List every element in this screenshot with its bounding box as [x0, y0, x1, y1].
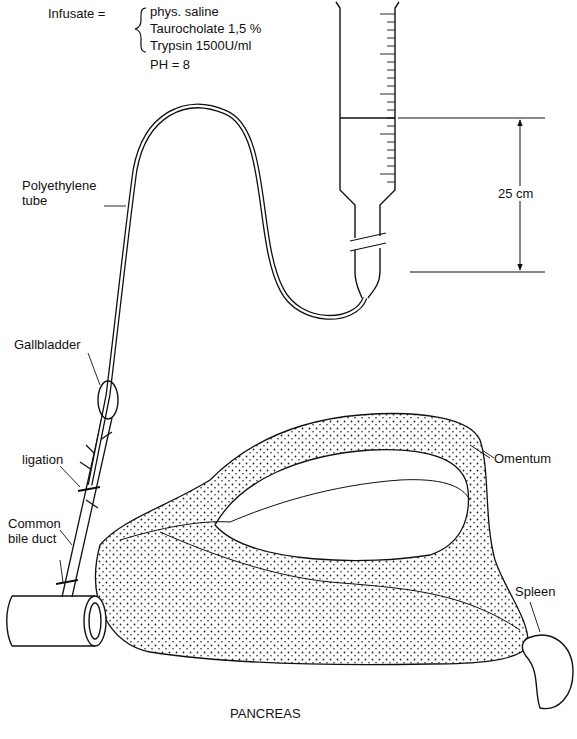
graduation-tick: [387, 118, 395, 119]
tube-lumen: [90, 106, 365, 485]
graduation-tick: [380, 94, 395, 95]
omentum-vessels: [120, 445, 520, 630]
graduation-tick: [387, 78, 395, 79]
polyethylene-tube: [90, 106, 365, 485]
burette: [336, 2, 399, 298]
ligation: [56, 487, 100, 584]
duodenum: [7, 596, 106, 646]
graduation-tick: [380, 174, 395, 175]
graduation-tick: [387, 22, 395, 23]
infusate-heading: Infusate =: [48, 6, 105, 21]
ph-value: PH = 8: [150, 57, 190, 72]
graduation-tick: [387, 86, 395, 87]
common-bile-duct: [62, 418, 112, 597]
graduation-tick: [380, 54, 395, 55]
graduation-tick: [387, 30, 395, 31]
dimension-label: 25 cm: [496, 186, 535, 201]
graduation-tick: [387, 110, 395, 111]
part-name: Common bile duct: [8, 516, 60, 546]
gallbladder: [98, 381, 118, 419]
graduation-tick: [380, 14, 395, 15]
graduation-tick: [387, 46, 395, 47]
dimension-lines: [398, 118, 545, 272]
graduation-tick: [387, 158, 395, 159]
graduation-tick: [380, 134, 395, 135]
pancreas: [96, 414, 529, 665]
graduation-tick: [387, 70, 395, 71]
graduation-tick: [387, 142, 395, 143]
graduation-tick: [387, 126, 395, 127]
infusate-component: Trypsin 1500U/ml: [150, 38, 251, 53]
part-name: Polyethylene tube: [22, 178, 106, 208]
graduation-tick: [387, 102, 395, 103]
brace: [135, 8, 146, 52]
leader-lines: [60, 206, 540, 632]
infusate-component: phys. saline: [150, 4, 219, 19]
part-name: Omentum: [494, 451, 551, 466]
graduation-tick: [387, 182, 395, 183]
part-name: Spleen: [515, 584, 555, 599]
graduation-tick: [387, 166, 395, 167]
graduation-marks: [380, 14, 395, 182]
part-name: Gallbladder: [14, 337, 81, 352]
part-name: ligation: [22, 452, 63, 467]
spleen: [522, 635, 573, 709]
infusate-component: Taurocholate 1,5 %: [150, 21, 261, 36]
graduation-tick: [387, 62, 395, 63]
part-name: PANCREAS: [230, 706, 301, 721]
graduation-tick: [387, 150, 395, 151]
graduation-tick: [387, 38, 395, 39]
